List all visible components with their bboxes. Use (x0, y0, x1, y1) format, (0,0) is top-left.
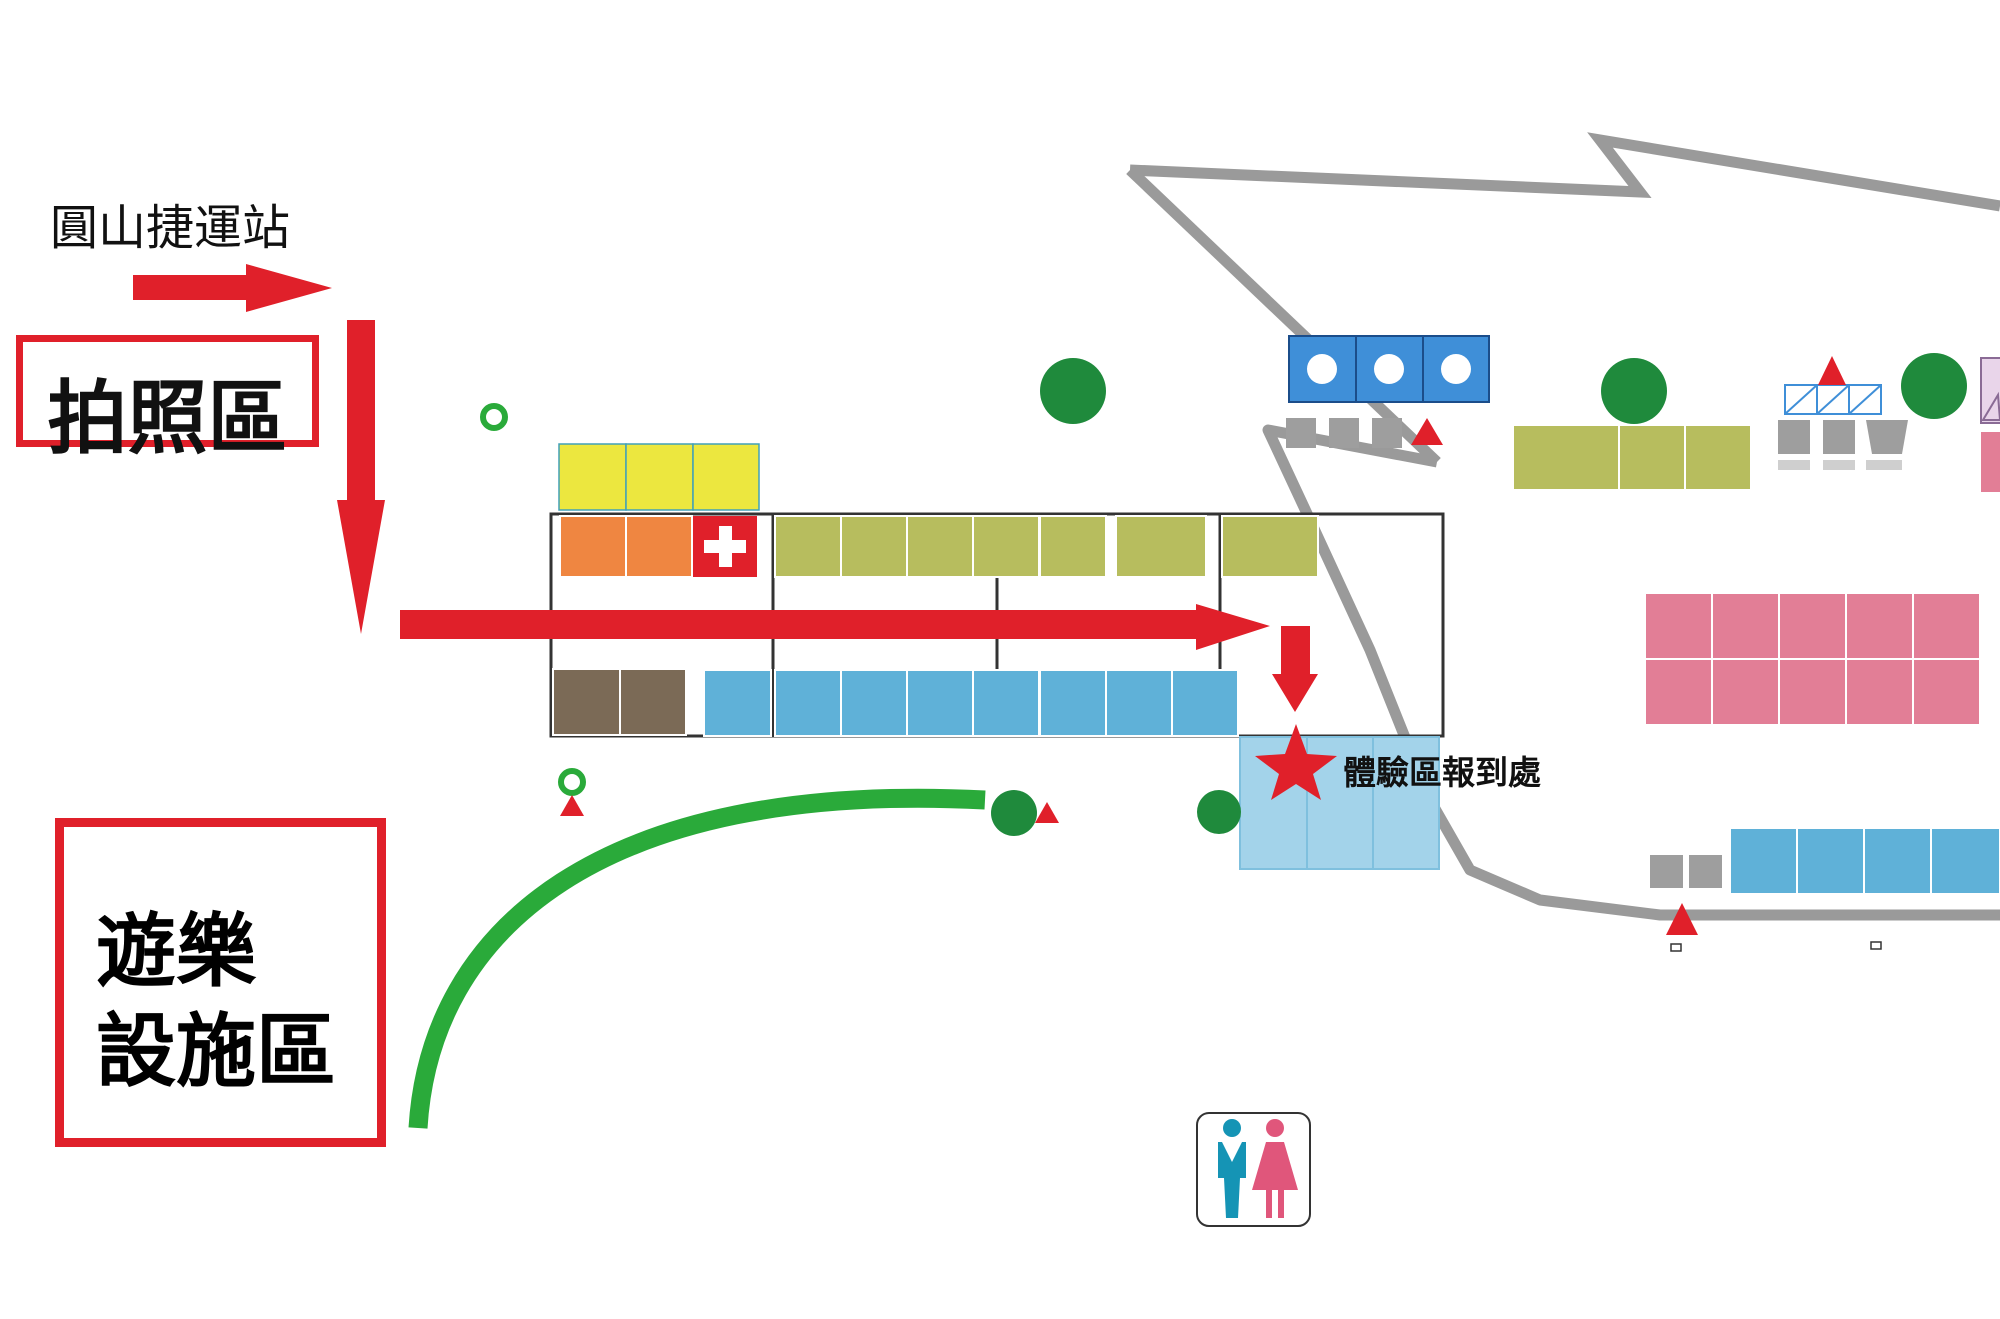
arrow-right-top (133, 264, 332, 312)
restroom-icon (1196, 1112, 1311, 1227)
stall-row-yellow (558, 443, 760, 511)
stall-block-pink (1644, 592, 1981, 726)
venue-boundary-upper (1129, 132, 2000, 212)
arrow-down-checkin (1272, 626, 1318, 712)
stall-row-gray-top (1286, 418, 1402, 448)
stall-lavender (1980, 357, 2000, 492)
arrow-down-left (337, 320, 385, 634)
stall-row-gray-right (1778, 420, 1908, 470)
photo-area-label: 拍照區 (47, 372, 288, 465)
stall-row-olive-right (1512, 424, 1752, 491)
stall-row-orange (559, 515, 693, 578)
star-icon (1255, 724, 1337, 800)
arrow-main-right (400, 604, 1270, 650)
stall-row-hatched (1784, 384, 1882, 415)
first-aid-cross-icon (693, 516, 757, 577)
small-markers (1670, 941, 1882, 952)
play-area-label-line2: 設施區 (96, 1005, 336, 1098)
stall-row-gray-bottom (1650, 855, 1722, 888)
play-area-box: 遊樂 設施區 (55, 818, 386, 1147)
tree-outline-icon (480, 403, 586, 796)
stall-row-brown (552, 668, 687, 736)
play-area-label-line1: 遊樂 (96, 905, 256, 998)
walking-path (408, 788, 986, 1129)
direction-arrows (133, 264, 1318, 712)
stall-row-blue (703, 669, 1239, 737)
stall-row-blue-right (1729, 827, 2000, 895)
station-label: 圓山捷運站 (50, 200, 291, 256)
stall-row-blue-circles (1288, 335, 1490, 403)
photo-area-box: 拍照區 (16, 335, 319, 465)
tree-icon (991, 353, 1967, 836)
venue-boundary-diagonal (1126, 166, 1441, 466)
triangle-marker-icon (560, 356, 1846, 935)
checkin-label: 體驗區報到處 (1343, 753, 1541, 792)
stall-row-olive (774, 515, 1319, 578)
